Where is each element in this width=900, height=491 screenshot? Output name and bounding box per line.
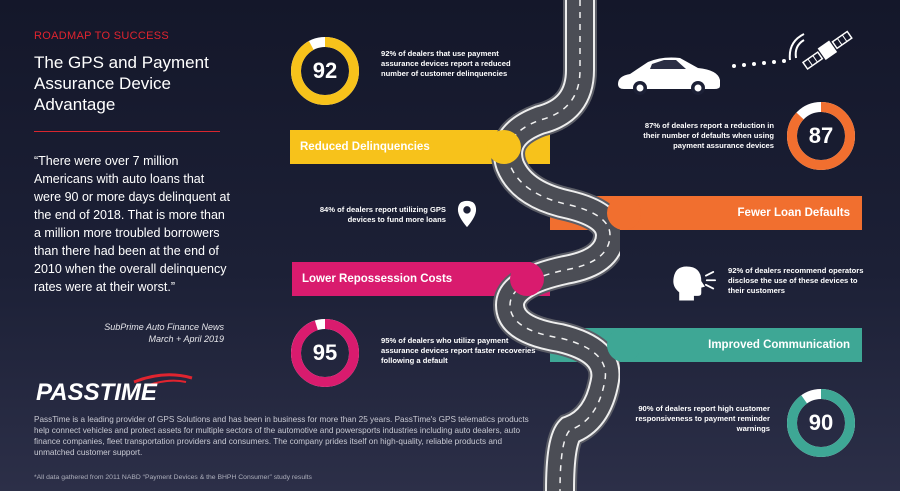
ring-progress-arc <box>787 102 855 170</box>
quote-text: “There were over 7 million Americans wit… <box>34 154 230 294</box>
road-dot-teal <box>607 328 641 362</box>
ring-progress-arc <box>291 37 359 105</box>
bar-reduced-delinquencies-label: Reduced Delinquencies <box>300 141 430 153</box>
ring-87: 87 <box>786 101 856 171</box>
stat-84-text: 84% of dealers report utilizing GPS devi… <box>319 205 446 224</box>
satellite-icon <box>788 30 853 71</box>
ring-92-value: 92 <box>312 58 338 83</box>
speaking-head-icon <box>673 266 716 301</box>
page-title: The GPS and Payment Assurance Device Adv… <box>34 53 209 114</box>
bar-improved-communication-label: Improved Communication <box>708 339 850 351</box>
eyebrow: ROADMAP TO SUCCESS <box>34 30 169 42</box>
ring-95: 95 <box>290 318 360 388</box>
stat-92b-text: 92% of dealers recommend operators discl… <box>728 266 864 295</box>
bar-fewer-loan-defaults-label: Fewer Loan Defaults <box>737 207 850 219</box>
road-dot-yellow <box>487 130 521 164</box>
about-paragraph: PassTime is a leading provider of GPS So… <box>34 415 529 457</box>
logo-wordmark: PASSTIME <box>36 379 158 406</box>
ring-progress-arc <box>787 389 855 457</box>
road-dot-magenta <box>510 262 544 296</box>
stat-87-text: 87% of dealers report a reduction in the… <box>643 121 774 150</box>
quote-source-publication: SubPrime Auto Finance News <box>104 322 224 332</box>
quote-source: SubPrime Auto Finance News March + April… <box>34 321 224 345</box>
quote-source-date: March + April 2019 <box>148 334 224 344</box>
ring-92: 92 <box>290 36 360 106</box>
bar-lower-repossession-costs-label: Lower Repossession Costs <box>302 273 453 285</box>
passtime-logo: PASSTIME <box>36 373 193 406</box>
road-dot-orange <box>607 196 641 230</box>
signal-dots <box>732 59 786 68</box>
title-divider <box>34 131 220 132</box>
ring-95-value: 95 <box>312 340 338 365</box>
location-pin-icon <box>457 200 477 228</box>
ring-87-value: 87 <box>808 123 834 148</box>
stat-92-text: 92% of dealers that use payment assuranc… <box>381 49 511 78</box>
stat-95-text: 95% of dealers who utilize payment assur… <box>381 336 536 365</box>
ring-90-value: 90 <box>808 410 834 435</box>
stat-90-text: 90% of dealers report high customer resp… <box>635 404 770 433</box>
car-icon <box>618 57 720 95</box>
ring-progress-arc <box>291 319 359 387</box>
footnote: *All data gathered from 2011 NABD “Payme… <box>34 474 312 481</box>
ring-90: 90 <box>786 388 856 458</box>
